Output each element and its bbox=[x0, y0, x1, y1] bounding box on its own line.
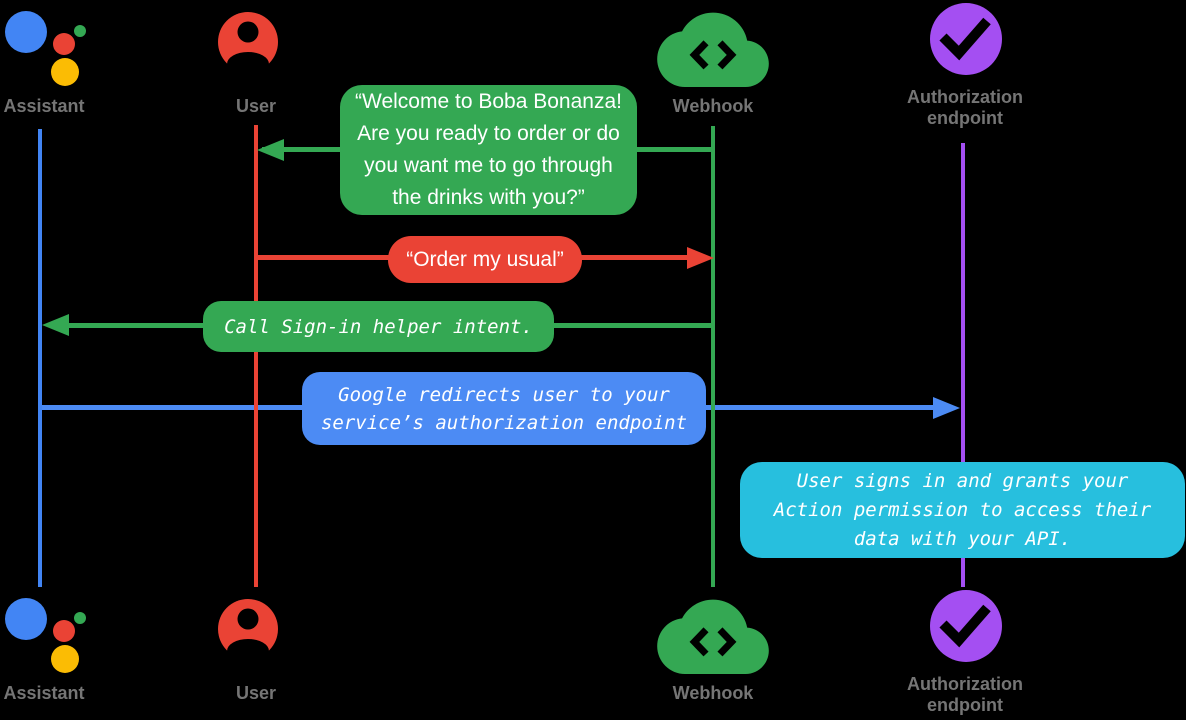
actor-label-user: User bbox=[235, 96, 277, 116]
note-text-user-signs-in: User signs in and grants your Action per… bbox=[773, 469, 1152, 550]
message-bubble-signin-intent: Call Sign-in helper intent. bbox=[203, 301, 554, 352]
actor-label-authorization-endpoint: Authorization endpoint bbox=[907, 87, 1023, 128]
message-bubble-welcome: “Welcome to Boba Bonanza! Are you ready … bbox=[340, 85, 637, 215]
lifeline-webhook bbox=[711, 126, 715, 587]
message-text-welcome: “Welcome to Boba Bonanza! Are you ready … bbox=[355, 90, 622, 209]
person-icon bbox=[218, 599, 278, 659]
arrowhead-signin-to-assistant bbox=[42, 314, 69, 336]
message-text-order: “Order my usual” bbox=[406, 247, 564, 271]
actor-row-top: Assistant User Webhook Authorization end… bbox=[0, 0, 1186, 133]
actor-label-webhook: Webhook bbox=[672, 96, 754, 116]
code-cloud-icon bbox=[657, 12, 769, 87]
actor-label-user: User bbox=[235, 683, 277, 703]
code-cloud-icon bbox=[657, 599, 769, 674]
arrowhead-welcome-to-user bbox=[257, 139, 284, 161]
lifeline-user bbox=[254, 125, 258, 587]
actor-label-authorization-endpoint: Authorization endpoint bbox=[907, 674, 1023, 715]
actor-label-assistant: Assistant bbox=[3, 96, 85, 116]
actor-row-bottom: Assistant User Webhook Authorization end… bbox=[0, 587, 1186, 720]
check-circle-icon bbox=[930, 3, 1002, 75]
google-assistant-icon bbox=[5, 11, 86, 86]
message-text-signin-intent: Call Sign-in helper intent. bbox=[224, 315, 533, 338]
note-bubble-user-signs-in: User signs in and grants your Action per… bbox=[740, 462, 1185, 558]
person-icon bbox=[218, 12, 278, 72]
arrowhead-redirect-to-auth bbox=[933, 397, 960, 419]
message-bubble-order: “Order my usual” bbox=[388, 236, 582, 283]
message-text-redirect: Google redirects user to your service’s … bbox=[320, 383, 688, 434]
check-circle-icon bbox=[930, 590, 1002, 662]
lifeline-authorization-endpoint bbox=[961, 143, 965, 587]
message-bubble-redirect: Google redirects user to your service’s … bbox=[302, 372, 706, 445]
arrowhead-order-to-webhook bbox=[687, 247, 714, 269]
google-assistant-icon bbox=[5, 598, 86, 673]
actor-label-assistant: Assistant bbox=[3, 683, 85, 703]
lifeline-assistant bbox=[38, 129, 42, 587]
actor-label-webhook: Webhook bbox=[672, 683, 754, 703]
